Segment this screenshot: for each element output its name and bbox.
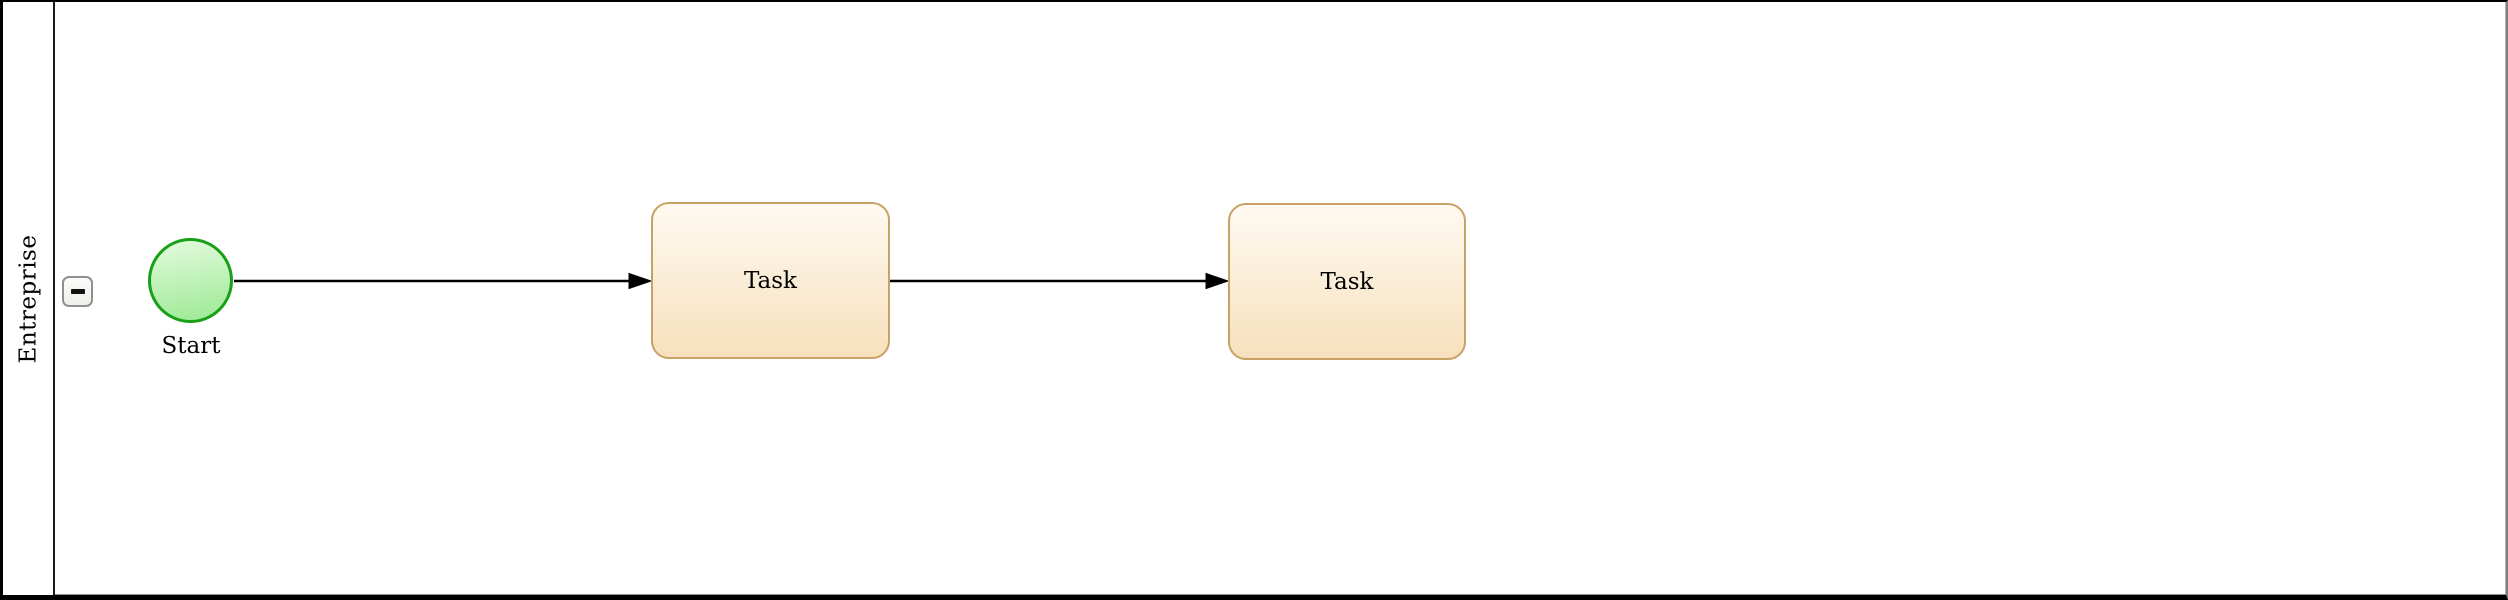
task-2-label: Task [1320,268,1374,295]
start-event[interactable] [148,238,233,323]
pool-collapse-button[interactable] [62,276,93,307]
sequence-flow-2[interactable] [890,272,1230,290]
sequence-flow-1[interactable] [234,272,653,290]
minus-icon [70,289,85,294]
task-node-2[interactable]: Task [1228,203,1466,360]
pool-label: Entreprise [15,234,42,363]
diagram-stage: Entreprise Start Task Task [3,2,2506,595]
sequence-flows [234,272,1230,290]
task-1-label: Task [743,267,797,294]
start-event-label: Start [161,333,221,359]
pool-label-band[interactable]: Entreprise [3,2,55,595]
task-node-1[interactable]: Task [651,202,890,359]
